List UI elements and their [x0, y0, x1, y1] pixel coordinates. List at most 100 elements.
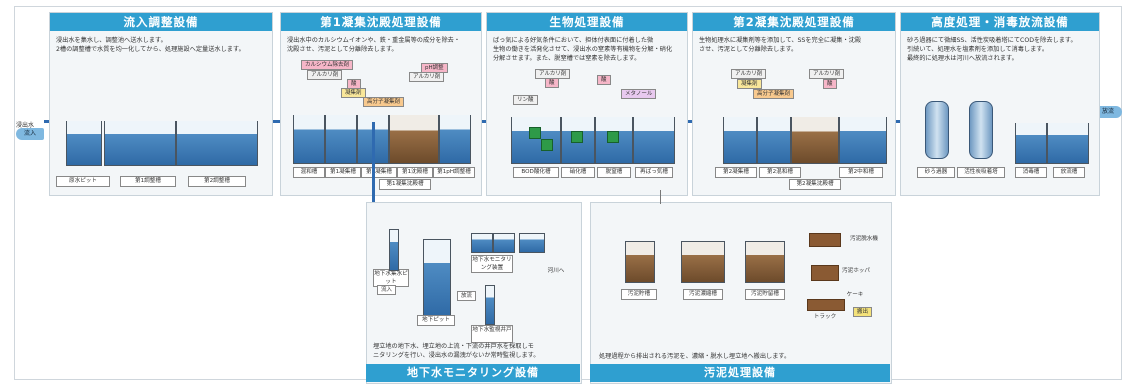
label-bod: BOD酸化槽 — [513, 167, 559, 178]
label-adjust-2: 第2調整槽 — [188, 176, 246, 187]
tank-coag2-1 — [723, 117, 757, 164]
panel-bio: 生物処理設備 ばっ気による好気条件において、担体付表面に付着した微 生物の働きを… — [486, 12, 688, 196]
label-sludge-holding: 汚泥貯留槽 — [745, 289, 785, 300]
sludge-storage — [625, 241, 655, 283]
label-adjust-1: 第1調整槽 — [120, 176, 176, 187]
desc-bio-1: ばっ気による好気条件において、担体付表面に付着した微 — [493, 37, 654, 44]
tank-ph-1 — [439, 115, 471, 164]
label-sludge-thickener: 汚泥濃縮槽 — [683, 289, 723, 300]
chem-coag2-acid: 酸 — [823, 79, 837, 89]
chem-coag2-alkali-2: アルカリ剤 — [809, 69, 845, 79]
label-sludge-cake: ケーキ — [846, 292, 864, 298]
desc-bio-3: 分解させます。また、脱窒槽では窒素を除去します。 — [493, 55, 641, 62]
tank-denitrification — [595, 117, 633, 164]
label-coag2-1: 第2凝集槽 — [715, 167, 757, 178]
label-sludge-dewater: 汚泥脱水機 — [850, 236, 878, 242]
panel-title-coag2: 第2凝集沈殿処理設備 — [693, 13, 895, 31]
bio-carrier-3 — [571, 131, 583, 143]
desc-advanced-2: 引続いて、処理水を塩素剤を添加して消毒します。 — [907, 46, 1049, 53]
chem-bio-acid-2: 酸 — [597, 75, 611, 85]
tank-adjust-2 — [176, 121, 258, 166]
chem-polymer-1: 高分子凝集剤 — [363, 97, 405, 107]
desc-advanced-1: 砂ろ過器にて微細SS、活性炭吸着塔にてCODを除去します。 — [907, 37, 1077, 44]
inlet-caption: 浸出水 — [16, 122, 35, 129]
desc-coag2-1: 生物処理水に凝集剤等を添加して、SSを完全に凝集・沈殿 — [699, 37, 862, 44]
label-sludge-storage: 汚泥貯槽 — [621, 289, 657, 300]
label-discharge: 放流槽 — [1053, 167, 1085, 178]
label-sludge-truck: トラック — [813, 314, 837, 320]
tank-discharge — [1047, 123, 1089, 164]
label-gw-observation: 地下水監視井戸 — [471, 325, 513, 343]
sand-filter — [925, 101, 949, 159]
pipe-to-groundwater — [372, 122, 375, 202]
panel-title-coag1: 第1凝集沈殿処理設備 — [281, 13, 481, 31]
label-neutral-2: 第2中和槽 — [839, 167, 883, 178]
label-coag2-tank-group: 第2凝集沈殿槽 — [789, 179, 841, 190]
inlet-marker: 流入 — [16, 128, 44, 140]
panel-sludge: 汚泥貯槽 汚泥濃縮槽 汚泥貯留槽 汚泥脱水機 汚泥ホッパ ケーキ トラック 搬出… — [590, 202, 892, 384]
sludge-thickener — [681, 241, 725, 283]
panel-coag2: 第2凝集沈殿処理設備 生物処理水に凝集剤等を添加して、SSを完全に凝集・沈殿 さ… — [692, 12, 896, 196]
label-raw-pit: 原水ピット — [56, 176, 110, 187]
sludge-dewater-machine — [809, 233, 841, 247]
tank-coag2-2 — [757, 117, 791, 164]
label-nitrification: 硝化槽 — [561, 167, 595, 178]
label-sand-filter: 砂ろ過器 — [917, 167, 955, 178]
outlet-marker: 放流 — [1094, 106, 1122, 118]
label-ph-1: 第1pH調整槽 — [433, 167, 475, 178]
panel-title-inflow: 流入調整設備 — [50, 13, 272, 31]
tank-settling-2 — [791, 117, 839, 164]
desc-coag1-1: 浸出水中のカルシウムイオンや、鉄・重金属等の成分を除去・ — [287, 37, 461, 44]
label-gw-monitor: 地下水モニタリング装置 — [471, 255, 513, 273]
gw-monitor-unit-1 — [471, 233, 493, 253]
panel-coag1: 第1凝集沈殿処理設備 浸出水中のカルシウムイオンや、鉄・重金属等の成分を除去・ … — [280, 12, 482, 196]
label-carbon-tower: 活性炭吸着塔 — [957, 167, 1005, 178]
sludge-hopper — [811, 265, 839, 281]
label-sludge-hopper: 汚泥ホッパ — [842, 268, 870, 274]
chem-coag2-alkali-1: アルカリ剤 — [731, 69, 767, 79]
chem-bio-methanol: メタノール — [621, 89, 657, 99]
desc-groundwater-2: ニタリングを行い、浸出水の漏洩がないか常時監視します。 — [373, 352, 540, 359]
chem-bio-acid-1: 酸 — [545, 78, 559, 88]
chem-alkali-2: アルカリ剤 — [409, 72, 445, 82]
label-denitrification: 脱窒槽 — [597, 167, 631, 178]
tank-bod — [511, 117, 561, 164]
tank-floc-1 — [325, 115, 357, 164]
tank-neutral-2 — [839, 117, 887, 164]
label-gw-river: 河川へ — [547, 268, 565, 274]
pipe-to-sludge — [660, 190, 661, 204]
panel-title-groundwater: 地下水モニタリング設備 — [366, 364, 580, 382]
tank-reaeration — [633, 117, 675, 164]
gw-observation-well — [485, 285, 495, 325]
bio-carrier-1 — [529, 127, 541, 139]
label-mixing-1: 混和槽 — [293, 167, 325, 178]
desc-sludge-1: 処理過程から排出される汚泥を、濃縮・脱水し埋立地へ搬出します。 — [599, 353, 791, 360]
desc-groundwater-1: 埋立地の地下水、埋立地の上流・下流の井戸水を採取しモ — [373, 343, 534, 350]
chem-alkali-1: アルカリ剤 — [307, 70, 343, 80]
desc-advanced-3: 最終的に処理水は河川へ放流されます。 — [907, 55, 1018, 62]
desc-inflow-2: 2槽の調整槽で水質を均一化してから、処理施設へ定量送水します。 — [56, 46, 245, 53]
desc-bio-2: 生物の働きを活発化させて、浸出水の窒素等有機物を分解・硝化 — [493, 46, 673, 53]
tank-mixing-1 — [293, 115, 325, 164]
sludge-cake — [807, 299, 845, 311]
desc-coag1-2: 沈殿させ、汚泥として分離除去します。 — [287, 46, 398, 53]
label-floc-1: 第1凝集槽 — [325, 167, 361, 178]
tank-raw-pit — [66, 121, 102, 166]
desc-inflow-1: 浸出水を集水し、調整池へ送水します。 — [56, 37, 167, 44]
label-gw-discharge: 放流 — [457, 291, 477, 301]
panel-advanced: 高度処理・消毒放流設備 砂ろ過器にて微細SS、活性炭吸着塔にてCODを除去します… — [900, 12, 1100, 196]
gw-monitor-unit-2 — [493, 233, 515, 253]
panel-title-advanced: 高度処理・消毒放流設備 — [901, 13, 1099, 31]
bio-carrier-4 — [607, 131, 619, 143]
sludge-holding — [745, 241, 785, 283]
panel-groundwater: 地下水集水ピット 地下ピット 流入 放流 地下水モニタリング装置 河川へ 地下水… — [366, 202, 582, 384]
panel-title-bio: 生物処理設備 — [487, 13, 687, 31]
label-disinfection: 消毒槽 — [1015, 167, 1047, 178]
chem-calcium: カルシウム除去剤 — [301, 60, 354, 70]
gw-underground-pit — [423, 239, 451, 317]
label-sludge-carryout: 搬出 — [853, 307, 873, 317]
label-gw-underground: 地下ピット — [417, 315, 455, 326]
label-settling-1: 第1沈殿槽 — [397, 167, 433, 178]
chem-coag2-coagulant: 凝集剤 — [737, 79, 762, 89]
panel-title-sludge: 汚泥処理設備 — [590, 364, 890, 382]
